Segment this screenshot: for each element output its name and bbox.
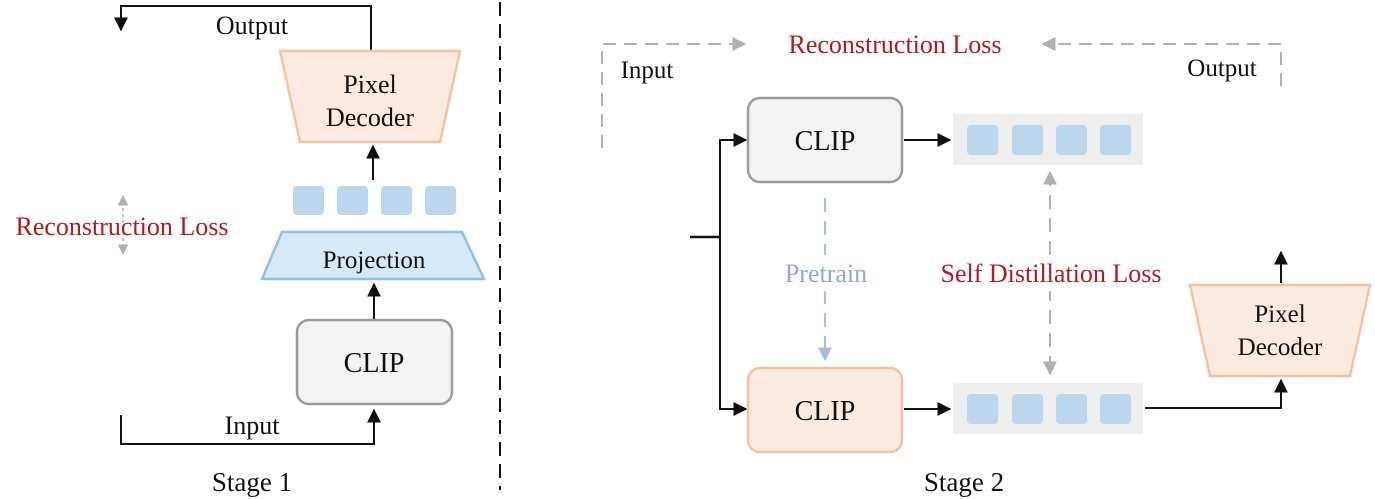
stage1-input-label: Input [225,411,281,440]
stage2-decoder-label-line2: Decoder [1238,334,1323,361]
stage2-teacher-token [1056,125,1087,155]
stage1-decoder-label-line1: Pixel [343,70,396,99]
stage2-student-token [967,394,998,424]
stage1-output-label: Output [216,11,289,40]
stage1-token [337,186,368,215]
stage2-input-label: Input [621,57,674,84]
stage2-branch-to-top-clip [719,133,748,237]
stage2-student-clip-label: CLIP [795,396,856,427]
stage2-decoder-label-line1: Pixel [1254,301,1305,328]
stage2-recon-output-arrow [1041,37,1282,86]
stage2-teacher-clip-box [746,96,904,184]
stage2-self-distill-label-bg [930,255,1172,291]
stage2-caption: Stage 2 [924,467,1004,497]
stage1-output-arrow [114,5,372,50]
stage2-branch-to-bottom-clip [719,237,748,416]
stage1-token [293,186,324,215]
stage2-student-token [1056,394,1087,424]
stage2-tokens-to-decoder-arrow [1145,378,1288,409]
stage1-clip-box [295,318,454,406]
stage1-recon-loss-label: Reconstruction Loss [15,212,228,241]
stage2-teacher-token [1100,125,1131,155]
stage1-input-arrow [120,408,381,445]
stage2-pixel-decoder-box [1188,283,1372,378]
stage1-caption: Stage 1 [212,467,292,497]
stage2-self-distill-label: Self Distillation Loss [941,259,1162,288]
stage1-token [425,186,456,215]
stage2-group: Reconstruction Loss Input Output CLIP Pr… [601,30,1372,497]
stage2-recon-input-arrow [601,37,747,148]
stage2-teacher-token [1012,125,1043,155]
stage2-teacher-token [967,125,998,155]
stage2-student-token [1012,394,1043,424]
stage2-student-token [1100,394,1131,424]
stage1-clip-label: CLIP [344,348,405,379]
stage2-output-label: Output [1187,55,1257,82]
stage1-projection-box [260,230,486,281]
stage2-pretrain-label: Pretrain [785,259,867,288]
stage1-pixel-decoder-box [278,49,462,144]
stage2-teacher-clip-label: CLIP [795,126,856,157]
stage1-token [381,186,412,215]
stage2-recon-loss-label: Reconstruction Loss [788,30,1001,59]
stage2-student-clip-box [746,366,904,454]
stage1-decoder-label-line2: Decoder [326,103,414,132]
stage1-group: Output Pixel Decoder Reconstruction Loss… [15,5,486,497]
stage1-projection-label: Projection [323,247,426,274]
stage2-pretrain-label-bg [770,255,880,291]
